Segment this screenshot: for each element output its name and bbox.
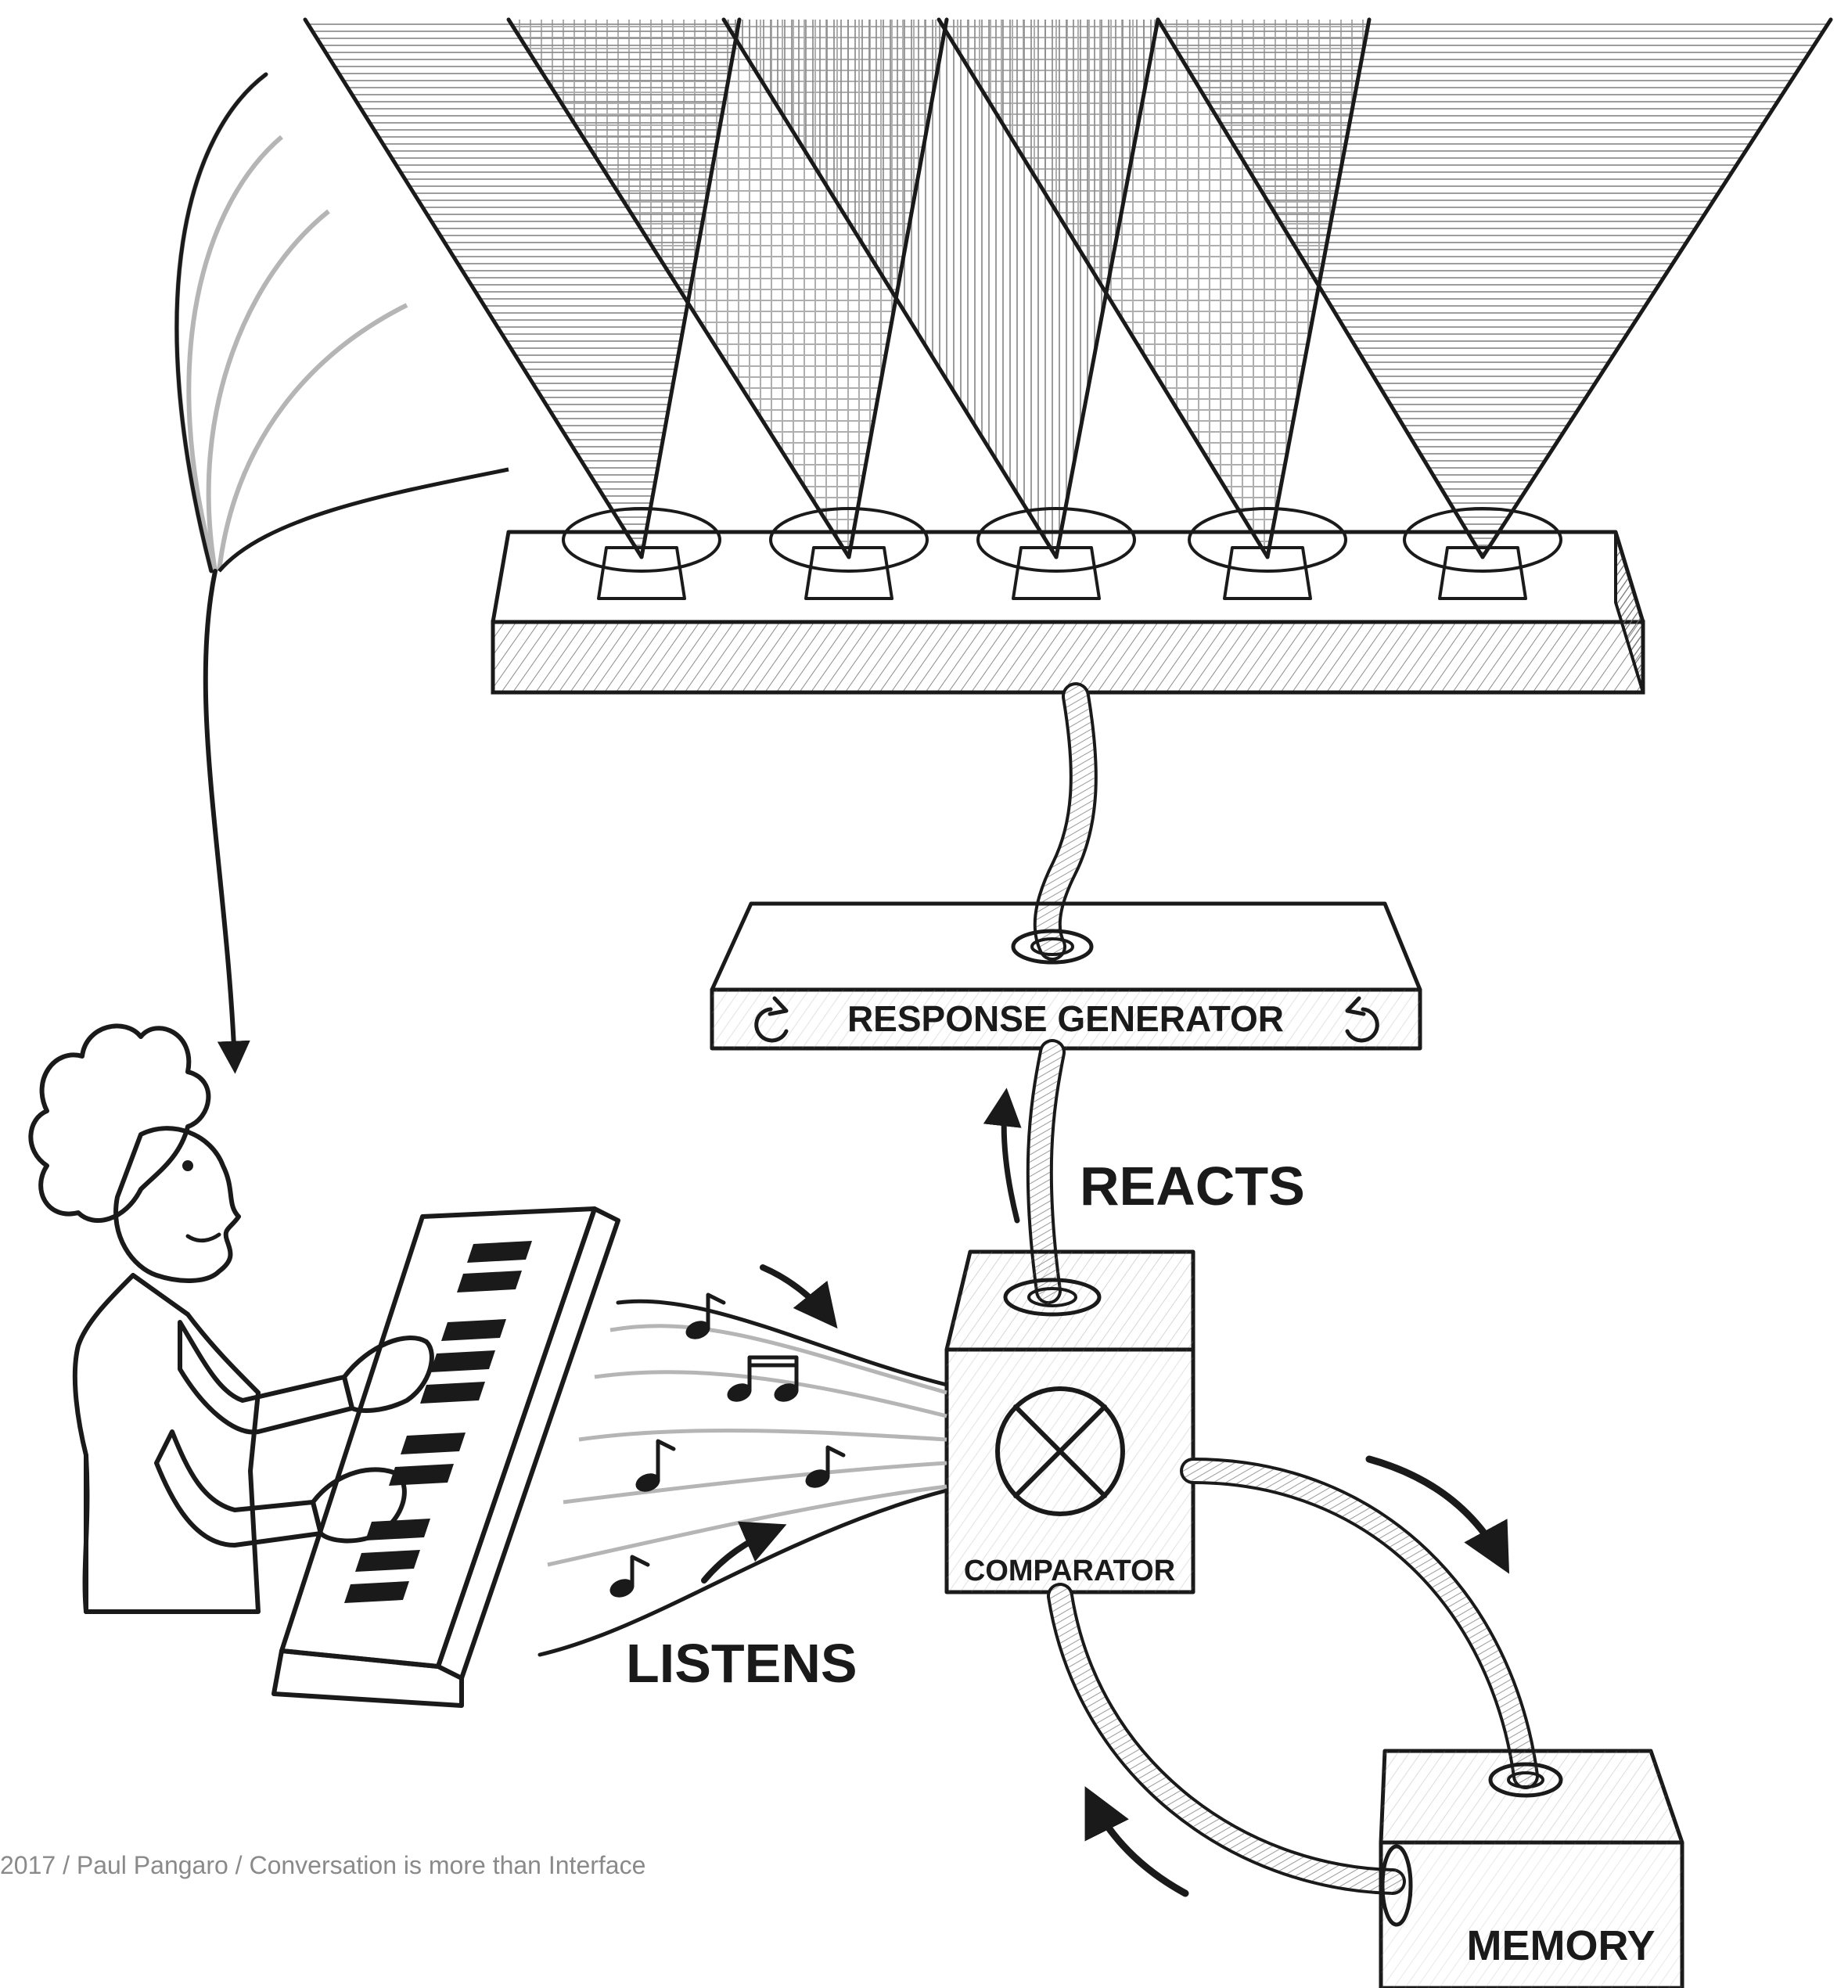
music-note-icon — [607, 1557, 648, 1601]
music-note-icon — [633, 1441, 674, 1495]
listens-label: LISTENS — [626, 1633, 857, 1694]
pianist-hand-upper — [344, 1338, 432, 1411]
music-note-icon — [683, 1295, 724, 1343]
pianist-arm-lower — [156, 1432, 321, 1545]
cable-memory-to-comparator — [1060, 1596, 1393, 1882]
music-stream — [540, 1267, 947, 1655]
stream-arrow-top — [763, 1267, 829, 1318]
response-generator-box: RESPONSE GENERATOR — [712, 904, 1420, 1048]
credit-line: 2017 / Paul Pangaro / Conversation is mo… — [0, 1851, 645, 1879]
memory-box: MEMORY — [1381, 1751, 1682, 1988]
response-generator-label: RESPONSE GENERATOR — [847, 998, 1284, 1039]
keyboard-base — [274, 1651, 462, 1706]
cable-speakers-to-generator — [1048, 696, 1084, 947]
speaker-beams — [305, 20, 1831, 557]
pianist-eye — [182, 1160, 193, 1171]
reacts-arrow — [1004, 1099, 1017, 1220]
cable-comparator-to-memory — [1193, 1471, 1526, 1776]
music-note-icon — [803, 1447, 843, 1491]
reacts-label: REACTS — [1080, 1156, 1305, 1217]
comparator-label: COMPARATOR — [964, 1555, 1175, 1587]
keyboard — [274, 1209, 618, 1706]
comparator-box: COMPARATOR — [947, 1252, 1193, 1592]
memory-label: MEMORY — [1467, 1922, 1656, 1969]
